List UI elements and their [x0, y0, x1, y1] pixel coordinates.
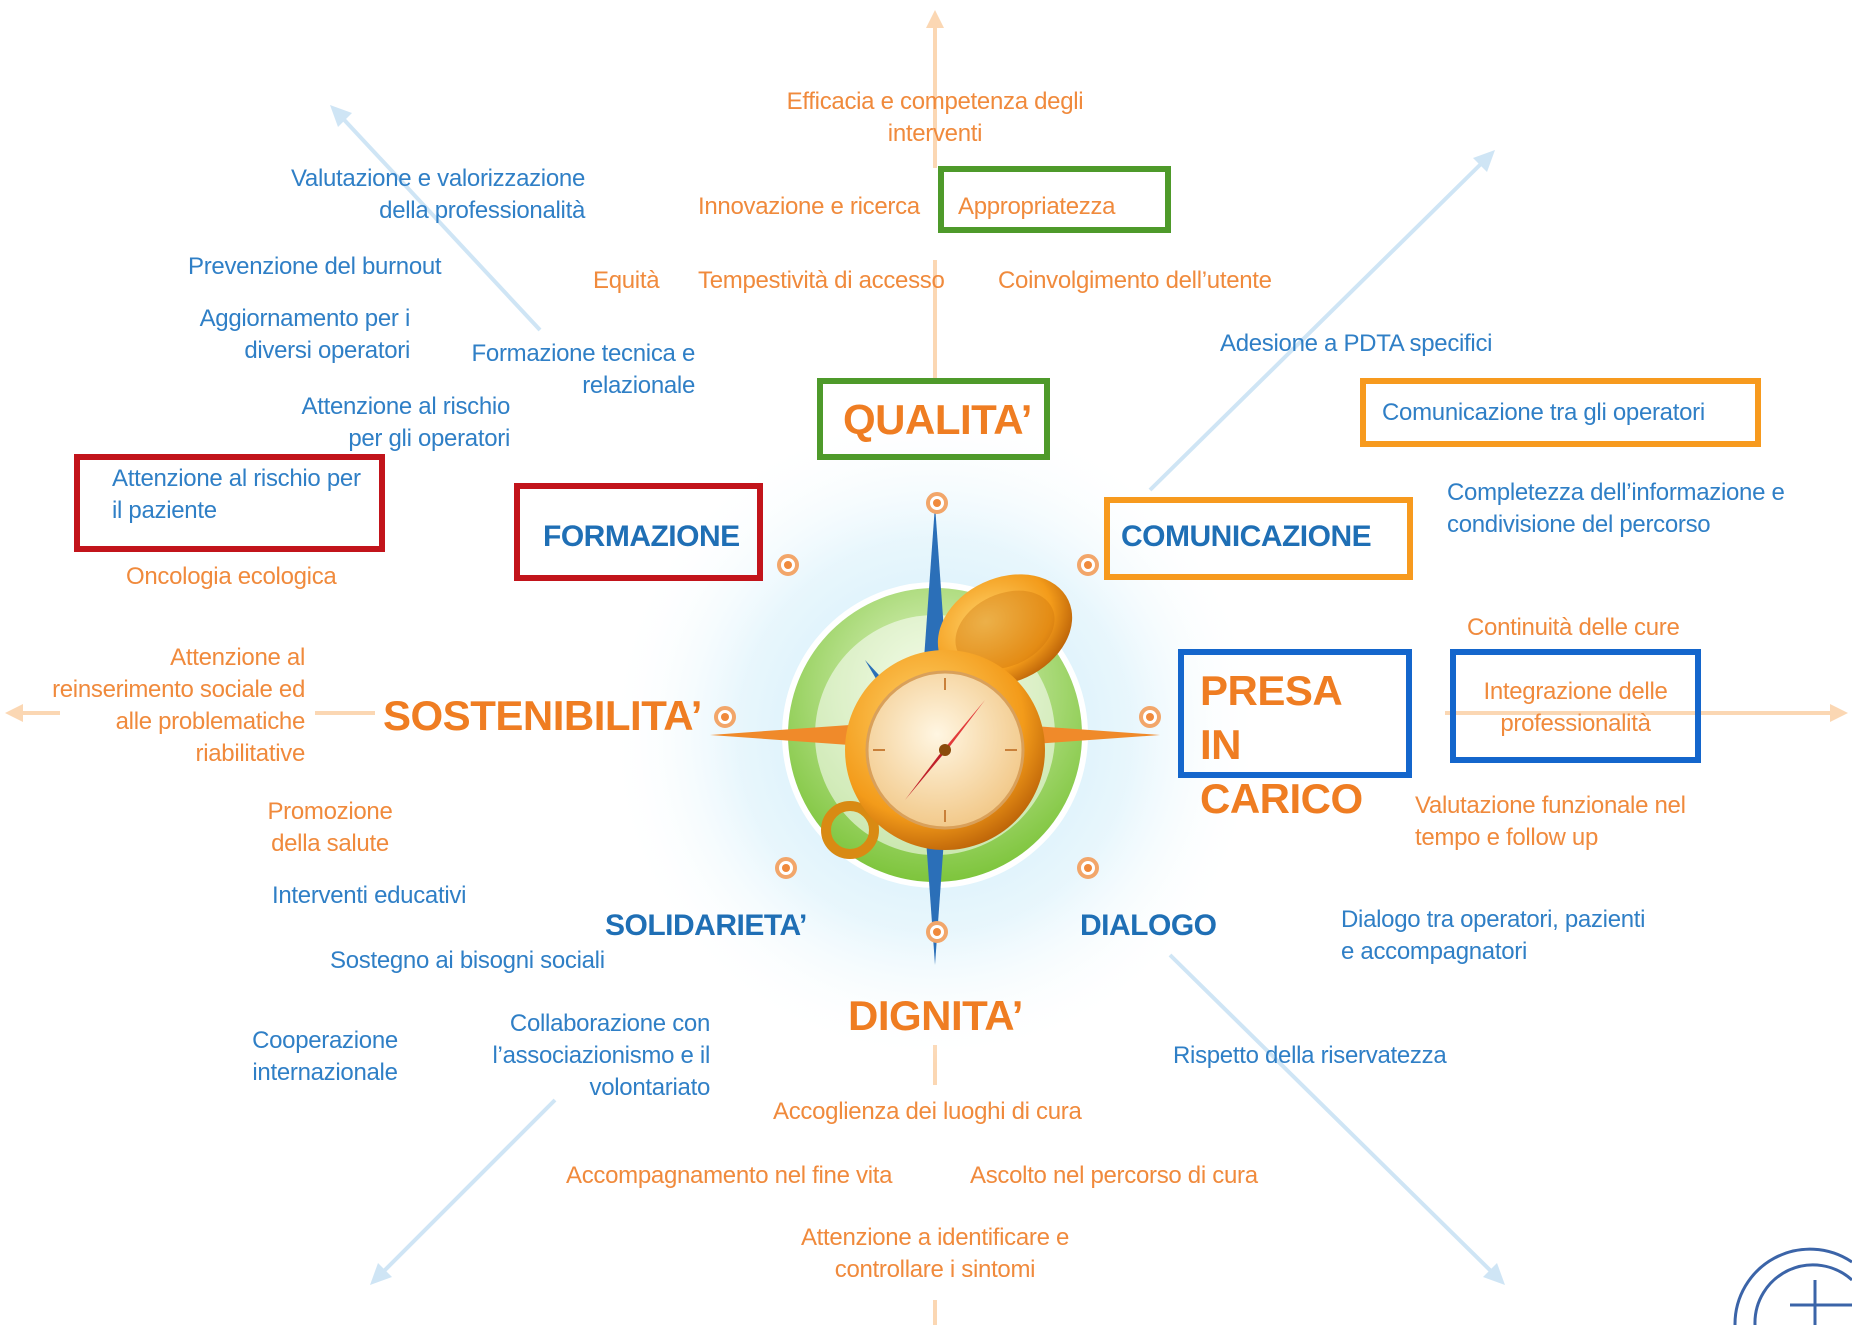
highlight-box-rischio-paziente [74, 454, 385, 552]
item-comunicazione-operatori: Comunicazione tra gli operatori [1382, 399, 1705, 426]
highlight-box-formazione [514, 483, 763, 581]
item-cooperazione: Cooperazione internazionale [252, 1027, 398, 1086]
item-reinserimento: Attenzione al reinserimento sociale ed a… [52, 644, 305, 767]
highlight-box-comunicazione [1104, 497, 1413, 580]
logo [1733, 1247, 1852, 1325]
item-rischio-paziente: Attenzione al rischio per il paziente [112, 465, 361, 524]
item-efficacia: Efficacia e competenza degli interventi [786, 88, 1084, 147]
direction-comunicazione: COMUNICAZIONE [1121, 520, 1372, 553]
direction-qualita: QUALITA’ [843, 396, 1032, 443]
item-oncologia: Oncologia ecologica [126, 563, 337, 590]
highlight-box-qualita [817, 378, 1050, 460]
item-continuita: Continuità delle cure [1467, 614, 1680, 641]
item-dialogo-operatori: Dialogo tra operatori, pazienti e accomp… [1341, 906, 1646, 965]
item-valutazione-professionalita: Valutazione e valorizzazione della profe… [290, 165, 585, 224]
item-appropriatezza: Appropriatezza [958, 193, 1116, 220]
item-integrazione: Integrazione delle professionalità [1483, 678, 1668, 737]
highlight-box-integrazione [1450, 649, 1701, 763]
item-equita: Equità [593, 267, 660, 294]
item-valutazione-funzionale: Valutazione funzionale nel tempo e follo… [1415, 792, 1686, 851]
item-collaborazione: Collaborazione con l’associazionismo e i… [492, 1010, 711, 1101]
direction-presa-in-carico: PRESA IN CARICO [1200, 667, 1363, 822]
highlight-box-comunicazione-operatori [1360, 378, 1761, 447]
direction-dialogo: DIALOGO [1080, 909, 1217, 942]
item-coinvolgimento: Coinvolgimento dell’utente [998, 267, 1272, 294]
item-tempestivita: Tempestività di accesso [698, 267, 945, 294]
item-ascolto: Ascolto nel percorso di cura [970, 1162, 1258, 1189]
item-interventi-educativi: Interventi educativi [272, 882, 467, 909]
direction-dignita: DIGNITA’ [848, 992, 1023, 1039]
direction-formazione: FORMAZIONE [543, 520, 740, 553]
item-formazione-tecnica: Formazione tecnica e relazionale [471, 340, 696, 399]
direction-solidarieta: SOLIDARIETA’ [605, 909, 807, 942]
item-sostegno: Sostegno ai bisogni sociali [330, 947, 605, 974]
item-sintomi: Attenzione a identificare e controllare … [800, 1224, 1070, 1283]
item-burnout: Prevenzione del burnout [188, 253, 442, 280]
highlight-box-presa-in-carico [1178, 649, 1412, 778]
item-accompagnamento: Accompagnamento nel fine vita [566, 1162, 893, 1189]
item-innovazione: Innovazione e ricerca [698, 193, 920, 220]
item-accoglienza: Accoglienza dei luoghi di cura [773, 1098, 1082, 1125]
highlight-box-appropriatezza [938, 166, 1171, 233]
item-riservatezza: Rispetto della riservatezza [1173, 1042, 1447, 1069]
item-aggiornamento: Aggiornamento per i diversi operatori [199, 305, 411, 364]
item-completezza: Completezza dell’informazione e condivis… [1447, 479, 1785, 538]
item-promozione: Promozione della salute [267, 798, 393, 857]
direction-sostenibilita: SOSTENIBILITA’ [383, 692, 702, 739]
item-pdta: Adesione a PDTA specifici [1220, 330, 1493, 357]
item-rischio-operatori: Attenzione al rischio per gli operatori [301, 393, 511, 452]
